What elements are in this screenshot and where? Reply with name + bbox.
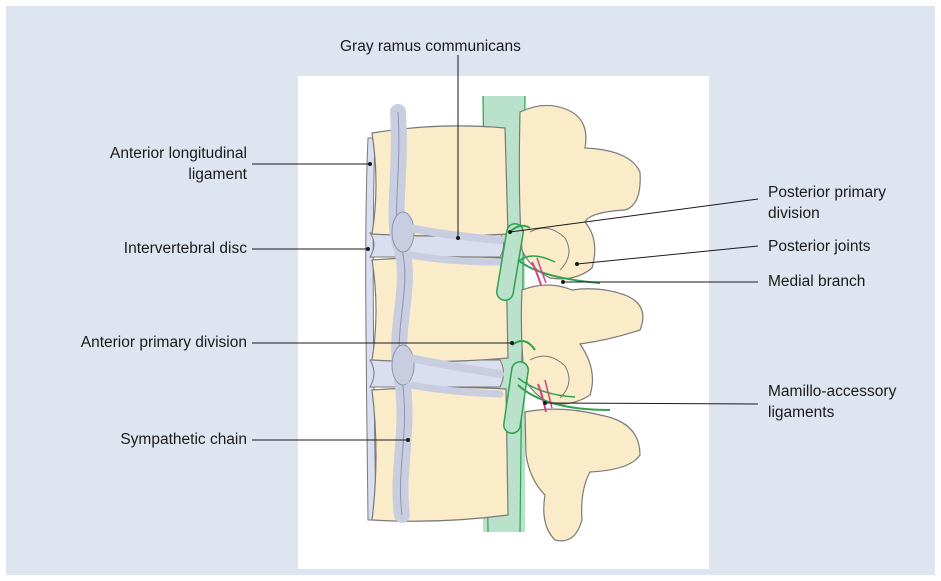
leader-mamillo-accessory — [545, 403, 758, 404]
label-anterior-longitudinal-ligament: Anterior longitudinal ligament — [110, 143, 247, 185]
posterior-element-lower — [525, 409, 640, 541]
label-posterior-primary-division: Posterior primary division — [768, 182, 886, 224]
sympathetic-ganglion-lower — [392, 345, 414, 385]
vertebral-body-bottom — [372, 387, 508, 521]
anterior-longitudinal-ligament — [366, 138, 376, 520]
label-sympathetic-chain: Sympathetic chain — [120, 429, 247, 450]
label-gray-ramus-communicans: Gray ramus communicans — [340, 36, 521, 57]
leader-posterior-joints — [577, 246, 758, 264]
label-mamillo-accessory-ligaments: Mamillo-accessory ligaments — [768, 381, 896, 423]
label-posterior-joints: Posterior joints — [768, 236, 871, 257]
posterior-element-upper — [519, 105, 640, 278]
label-medial-branch: Medial branch — [768, 271, 865, 292]
label-intervertebral-disc: Intervertebral disc — [124, 238, 247, 259]
label-anterior-primary-division: Anterior primary division — [81, 332, 247, 353]
